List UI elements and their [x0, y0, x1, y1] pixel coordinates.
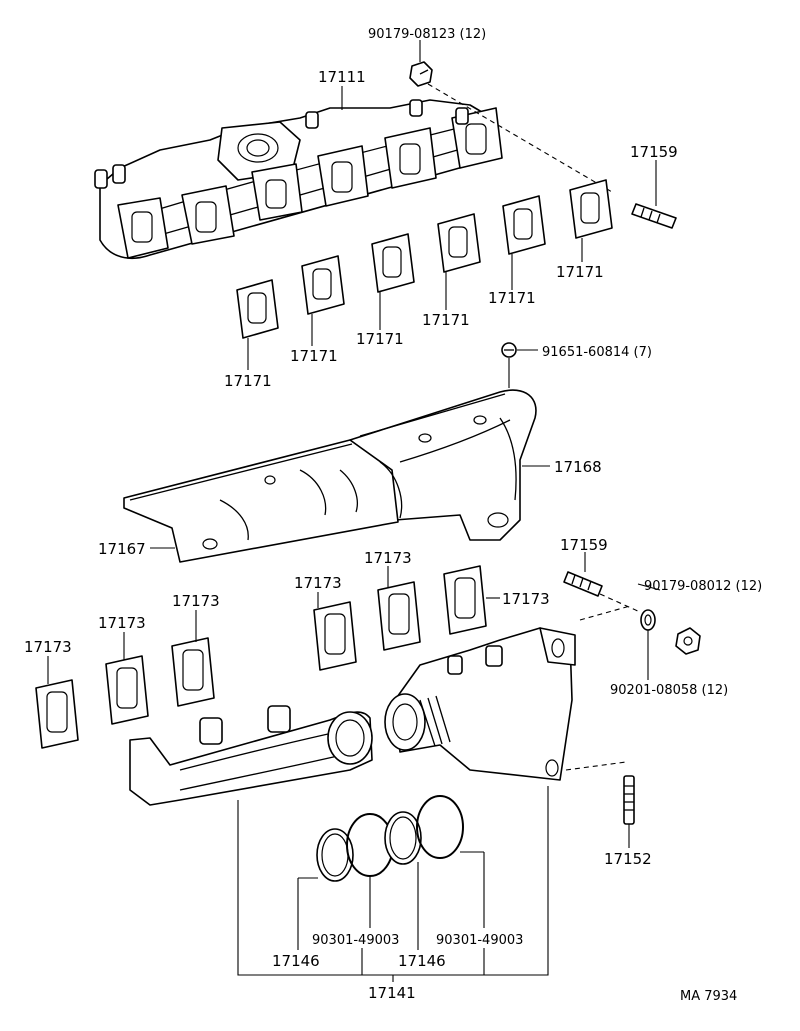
gasket-upper-2	[301, 255, 345, 315]
label-washer-lower: 90201-08058 (12)	[610, 683, 728, 698]
label-bolt-insulator: 91651-60814 (7)	[542, 345, 652, 360]
label-seal-a: 17146	[272, 952, 320, 970]
gasket-lower-4	[313, 601, 357, 671]
gasket-upper-1	[236, 279, 279, 339]
stud-upper	[631, 203, 677, 229]
gasket-lower-5	[377, 581, 421, 651]
label-gasket-upper-f: 17171	[556, 263, 604, 281]
gasket-lower-1	[35, 679, 79, 749]
gasket-lower-3	[171, 637, 215, 707]
label-gasket-lower-c: 17173	[172, 592, 220, 610]
gasket-lower-2	[105, 655, 149, 725]
label-ring-a: 90301-49003	[312, 933, 399, 948]
label-gasket-upper-c: 17171	[356, 330, 404, 348]
lower-exhaust-manifold-front	[129, 705, 373, 806]
gasket-upper-5	[502, 195, 546, 255]
label-insulator-front: 17167	[98, 540, 146, 558]
label-gasket-upper-d: 17171	[422, 311, 470, 329]
hex-nut-lower	[675, 627, 701, 655]
label-gasket-upper-e: 17171	[488, 289, 536, 307]
seal-ring-2	[384, 811, 422, 865]
heat-insulator-front	[123, 439, 403, 563]
label-stud-upper: 17159	[630, 143, 678, 161]
label-gasket-lower-e: 17173	[364, 549, 412, 567]
label-gasket-upper-a: 17171	[224, 372, 272, 390]
label-gasket-upper-b: 17171	[290, 347, 338, 365]
dashed-guide-stud-bottom	[565, 761, 627, 771]
label-gasket-lower-b: 17173	[98, 614, 146, 632]
label-manifold-upper: 17111	[318, 68, 366, 86]
footer-code: MA 7934	[680, 989, 737, 1004]
gasket-upper-3	[371, 233, 415, 293]
label-gasket-lower-a: 17173	[24, 638, 72, 656]
leader-lines	[47, 40, 661, 982]
gasket-upper-4	[437, 213, 481, 273]
label-nut-top: 90179-08123 (12)	[368, 27, 486, 42]
seal-ring-1	[316, 828, 354, 882]
stud-lower	[563, 571, 603, 597]
insulator-bolt	[501, 342, 517, 358]
lower-exhaust-manifold-rear	[384, 627, 576, 781]
label-seal-b: 17146	[398, 952, 446, 970]
label-gasket-lower-f: 17173	[502, 590, 550, 608]
dashed-guide-stud-lower	[599, 593, 641, 613]
label-stud-lower: 17159	[560, 536, 608, 554]
gasket-lower-6	[443, 565, 487, 635]
stud-bottom	[623, 775, 635, 825]
washer-lower	[640, 609, 656, 631]
dashed-guide-manifold-lower	[579, 605, 631, 621]
piston-ring-2	[416, 795, 464, 859]
upper-exhaust-manifold	[94, 99, 503, 259]
label-insulator-rear: 17168	[554, 458, 602, 476]
label-stud-bottom: 17152	[604, 850, 652, 868]
hex-nut-upper	[409, 61, 433, 87]
label-nut-lower: 90179-08012 (12)	[644, 579, 762, 594]
label-ring-b: 90301-49003	[436, 933, 523, 948]
label-manifold-lower: 17141	[368, 984, 416, 1002]
gasket-upper-6	[569, 179, 613, 239]
label-gasket-lower-d: 17173	[294, 574, 342, 592]
part-labels: 90179-08123 (12) 17111 17159 17171 17171…	[24, 27, 762, 1004]
